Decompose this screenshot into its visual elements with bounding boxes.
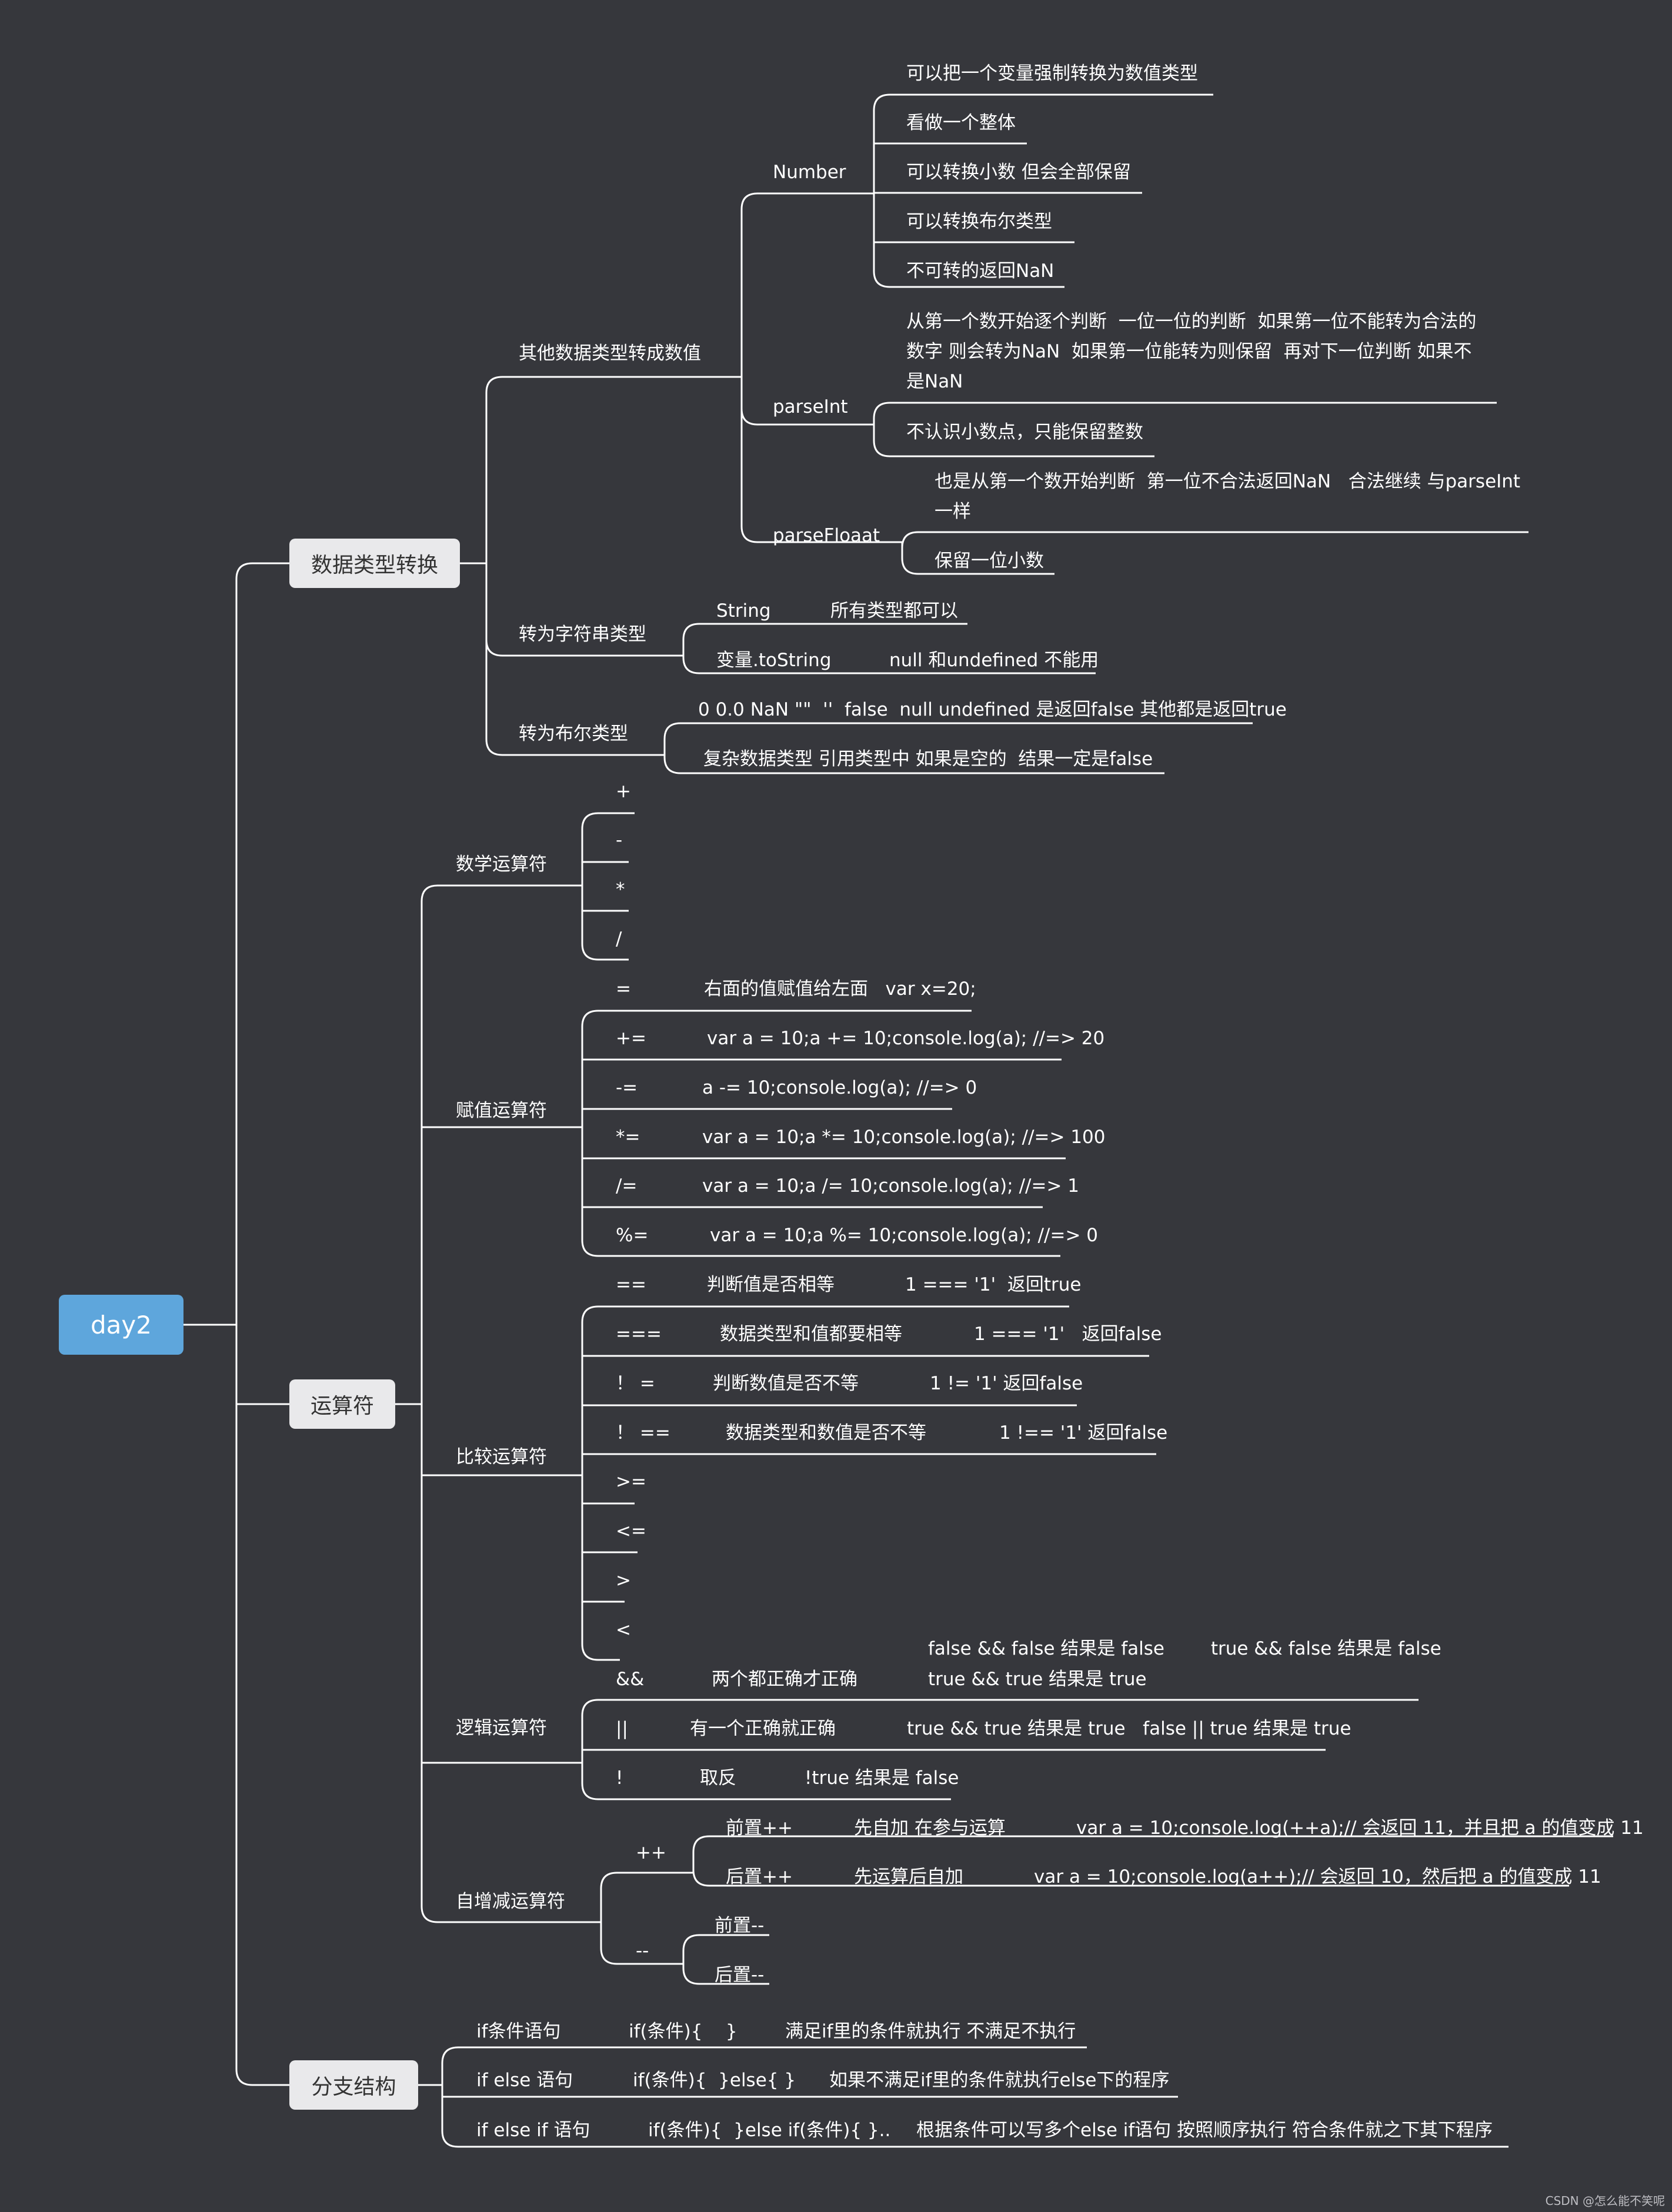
compare-desc-1: 判断值是否相等 [707, 1274, 835, 1295]
compare-op-8: < [616, 1619, 631, 1640]
root-node[interactable]: day2 [59, 1295, 183, 1355]
assign-desc-3: a -= 10;console.log(a); //=> 0 [702, 1077, 977, 1098]
logic-and-ex-1: false && false 结果是 false true && false 结… [928, 1638, 1441, 1659]
parsefloat-desc-line-1: 也是从第一个数开始判断 第一位不合法返回NaN 合法继续 与parseInt [935, 471, 1521, 492]
logic-and-ex-2: true && true 结果是 true [928, 1669, 1147, 1690]
assign-op-1: = [616, 978, 631, 1000]
post-increment-ex: var a = 10;console.log(a++);// 会返回 10，然后… [1034, 1866, 1601, 1887]
parseint-desc-line-3: 是NaN [906, 371, 963, 392]
parsefloat-desc-line-2: 一样 [935, 501, 971, 522]
if-label: if条件语句 [476, 2021, 561, 2042]
compare-op-4: ！ == [616, 1422, 670, 1444]
compare-op-7: > [616, 1570, 631, 1591]
bool-item-2: 复杂数据类型 引用类型中 如果是空的 结果一定是false [703, 749, 1153, 770]
logic-or-desc: 有一个正确就正确 [690, 1718, 836, 1739]
post-decrement-label: 后置-- [715, 1964, 765, 1986]
node-math-operators[interactable]: 数学运算符 [456, 854, 547, 875]
node-to-number[interactable]: 其他数据类型转成数值 [519, 343, 701, 364]
if-else-label: if else 语句 [476, 2070, 573, 2091]
number-item-3: 可以转换小数 但会全部保留 [906, 162, 1131, 183]
logic-or-op: || [616, 1718, 628, 1739]
node-to-bool[interactable]: 转为布尔类型 [519, 723, 628, 744]
branch-type-conversion[interactable]: 数据类型转换 [289, 539, 460, 588]
compare-op-2: === [616, 1324, 662, 1345]
parseint-desc-line-2: 数字 则会转为NaN 如果第一位能转为则保留 再对下一位判断 如果不 [906, 341, 1472, 362]
bool-item-1: 0 0.0 NaN "" '' false null undefined 是返回… [698, 699, 1287, 720]
node-to-string[interactable]: 转为字符串类型 [519, 624, 646, 645]
branch-operators[interactable]: 运算符 [289, 1379, 395, 1429]
number-item-1: 可以把一个变量强制转换为数值类型 [906, 63, 1198, 84]
number-item-4: 可以转换布尔类型 [906, 211, 1052, 232]
post-increment-desc: 先运算后自加 [854, 1866, 963, 1887]
assign-op-6: %= [616, 1225, 649, 1246]
pre-increment-desc: 先自加 在参与运算 [854, 1817, 1006, 1839]
pre-decrement-label: 前置-- [715, 1915, 765, 1936]
node-compare-operators[interactable]: 比较运算符 [456, 1446, 547, 1468]
tostring-fn: 变量.toString [716, 650, 832, 671]
compare-op-3: ！ = [616, 1373, 655, 1394]
if-desc: 满足if里的条件就执行 不满足不执行 [785, 2021, 1076, 2042]
pre-increment-ex: var a = 10;console.log(++a);// 会返回 11，并且… [1076, 1817, 1644, 1839]
number-item-2: 看做一个整体 [906, 112, 1016, 133]
branch-branching[interactable]: 分支结构 [289, 2060, 418, 2110]
math-plus: + [616, 781, 631, 802]
math-minus: - [616, 830, 623, 851]
assign-op-2: += [616, 1028, 646, 1049]
parseint-item-2: 不认识小数点，只能保留整数 [906, 422, 1143, 443]
parsefloat-item-2: 保留一位小数 [935, 550, 1044, 572]
assign-desc-4: var a = 10;a *= 10;console.log(a); //=> … [702, 1127, 1106, 1148]
if-else-desc: 如果不满足if里的条件就执行else下的程序 [829, 2070, 1170, 2091]
node-increment[interactable]: ++ [636, 1842, 666, 1863]
node-incdec-operators[interactable]: 自增减运算符 [456, 1891, 565, 1912]
if-syntax: if(条件){ } [629, 2021, 737, 2042]
logic-not-ex: !true 结果是 false [805, 1767, 959, 1789]
math-divide: / [616, 928, 622, 950]
compare-ex-4: 1 !== '1' 返回false [999, 1422, 1168, 1444]
compare-desc-3: 判断数值是否不等 [713, 1373, 859, 1394]
tostring-desc: null 和undefined 不能用 [889, 650, 1099, 671]
assign-desc-2: var a = 10;a += 10;console.log(a); //=> … [707, 1028, 1105, 1049]
assign-desc-1: 右面的值赋值给左面 var x=20; [704, 978, 976, 1000]
post-increment-label: 后置++ [726, 1866, 793, 1887]
parseint-desc-line-1: 从第一个数开始逐个判断 一位一位的判断 如果第一位不能转为合法的 [906, 311, 1477, 332]
compare-ex-2: 1 === '1' 返回false [974, 1324, 1162, 1345]
compare-op-1: == [616, 1274, 646, 1295]
node-parseint[interactable]: parseInt [773, 396, 848, 417]
assign-op-5: /= [616, 1175, 638, 1197]
compare-op-6: <= [616, 1521, 646, 1542]
logic-and-op: && [616, 1669, 645, 1690]
node-number[interactable]: Number [773, 162, 846, 183]
compare-ex-3: 1 != '1' 返回false [930, 1373, 1083, 1394]
string-fn: String [716, 600, 771, 622]
node-logic-operators[interactable]: 逻辑运算符 [456, 1718, 547, 1739]
assign-desc-5: var a = 10;a /= 10;console.log(a); //=> … [702, 1175, 1079, 1197]
math-multiply: * [616, 879, 625, 900]
if-else-syntax: if(条件){ }else{ } [633, 2070, 796, 2091]
logic-and-desc: 两个都正确才正确 [712, 1669, 857, 1690]
node-decrement[interactable]: -- [636, 1940, 649, 1962]
logic-not-op: ! [616, 1767, 623, 1789]
number-item-5: 不可转的返回NaN [906, 260, 1054, 282]
compare-ex-1: 1 === '1' 返回true [905, 1274, 1082, 1295]
assign-op-3: -= [616, 1077, 638, 1098]
if-else-if-syntax: if(条件){ }else if(条件){ }.. [648, 2120, 891, 2141]
logic-or-ex: true && true 结果是 true false || true 结果是 … [907, 1718, 1351, 1739]
string-desc: 所有类型都可以 [830, 600, 958, 622]
node-assign-operators[interactable]: 赋值运算符 [456, 1100, 547, 1121]
node-parsefloat[interactable]: parseFloaat [773, 525, 880, 546]
logic-not-desc: 取反 [700, 1767, 736, 1789]
assign-desc-6: var a = 10;a %= 10;console.log(a); //=> … [710, 1225, 1099, 1246]
if-else-if-desc: 根据条件可以写多个else if语句 按照顺序执行 符合条件就之下其下程序 [916, 2120, 1493, 2141]
compare-desc-4: 数据类型和数值是否不等 [726, 1422, 926, 1444]
compare-op-5: >= [616, 1471, 646, 1492]
compare-desc-2: 数据类型和值都要相等 [720, 1324, 902, 1345]
assign-op-4: *= [616, 1127, 640, 1148]
if-else-if-label: if else if 语句 [476, 2120, 590, 2141]
watermark: CSDN @怎么能不笑呢 [1545, 2194, 1665, 2208]
pre-increment-label: 前置++ [726, 1817, 793, 1839]
